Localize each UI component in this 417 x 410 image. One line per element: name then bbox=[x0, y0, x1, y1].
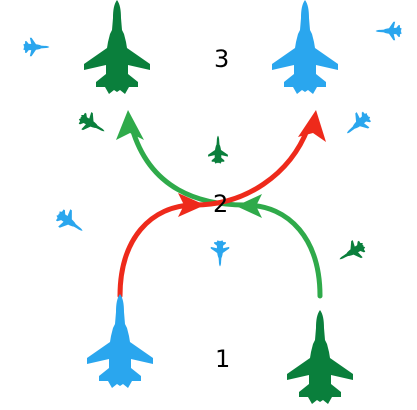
step-label-3: 3 bbox=[214, 45, 230, 73]
red-arrowhead-center bbox=[178, 193, 205, 217]
small-jet-icon bbox=[208, 135, 228, 164]
small-jet-icon bbox=[334, 236, 369, 268]
small-jet-icon bbox=[375, 21, 402, 41]
fighter-jet-icon bbox=[287, 310, 353, 404]
small-jet-icon bbox=[23, 37, 50, 57]
step-label-2: 2 bbox=[213, 190, 229, 218]
step-label-1: 1 bbox=[215, 345, 231, 373]
small-jet-icon bbox=[51, 204, 89, 240]
fighter-jet-icon bbox=[84, 0, 150, 94]
small-jet-icon bbox=[340, 107, 375, 141]
fighter-jet-icon bbox=[272, 0, 338, 94]
green-arrowhead-top bbox=[116, 110, 144, 140]
red-arrowhead-top bbox=[298, 110, 326, 142]
green-arrowhead-center bbox=[236, 194, 262, 218]
small-jet-icon bbox=[210, 240, 230, 267]
fighter-jet-icon bbox=[87, 294, 153, 388]
small-jet-icon bbox=[75, 108, 110, 140]
